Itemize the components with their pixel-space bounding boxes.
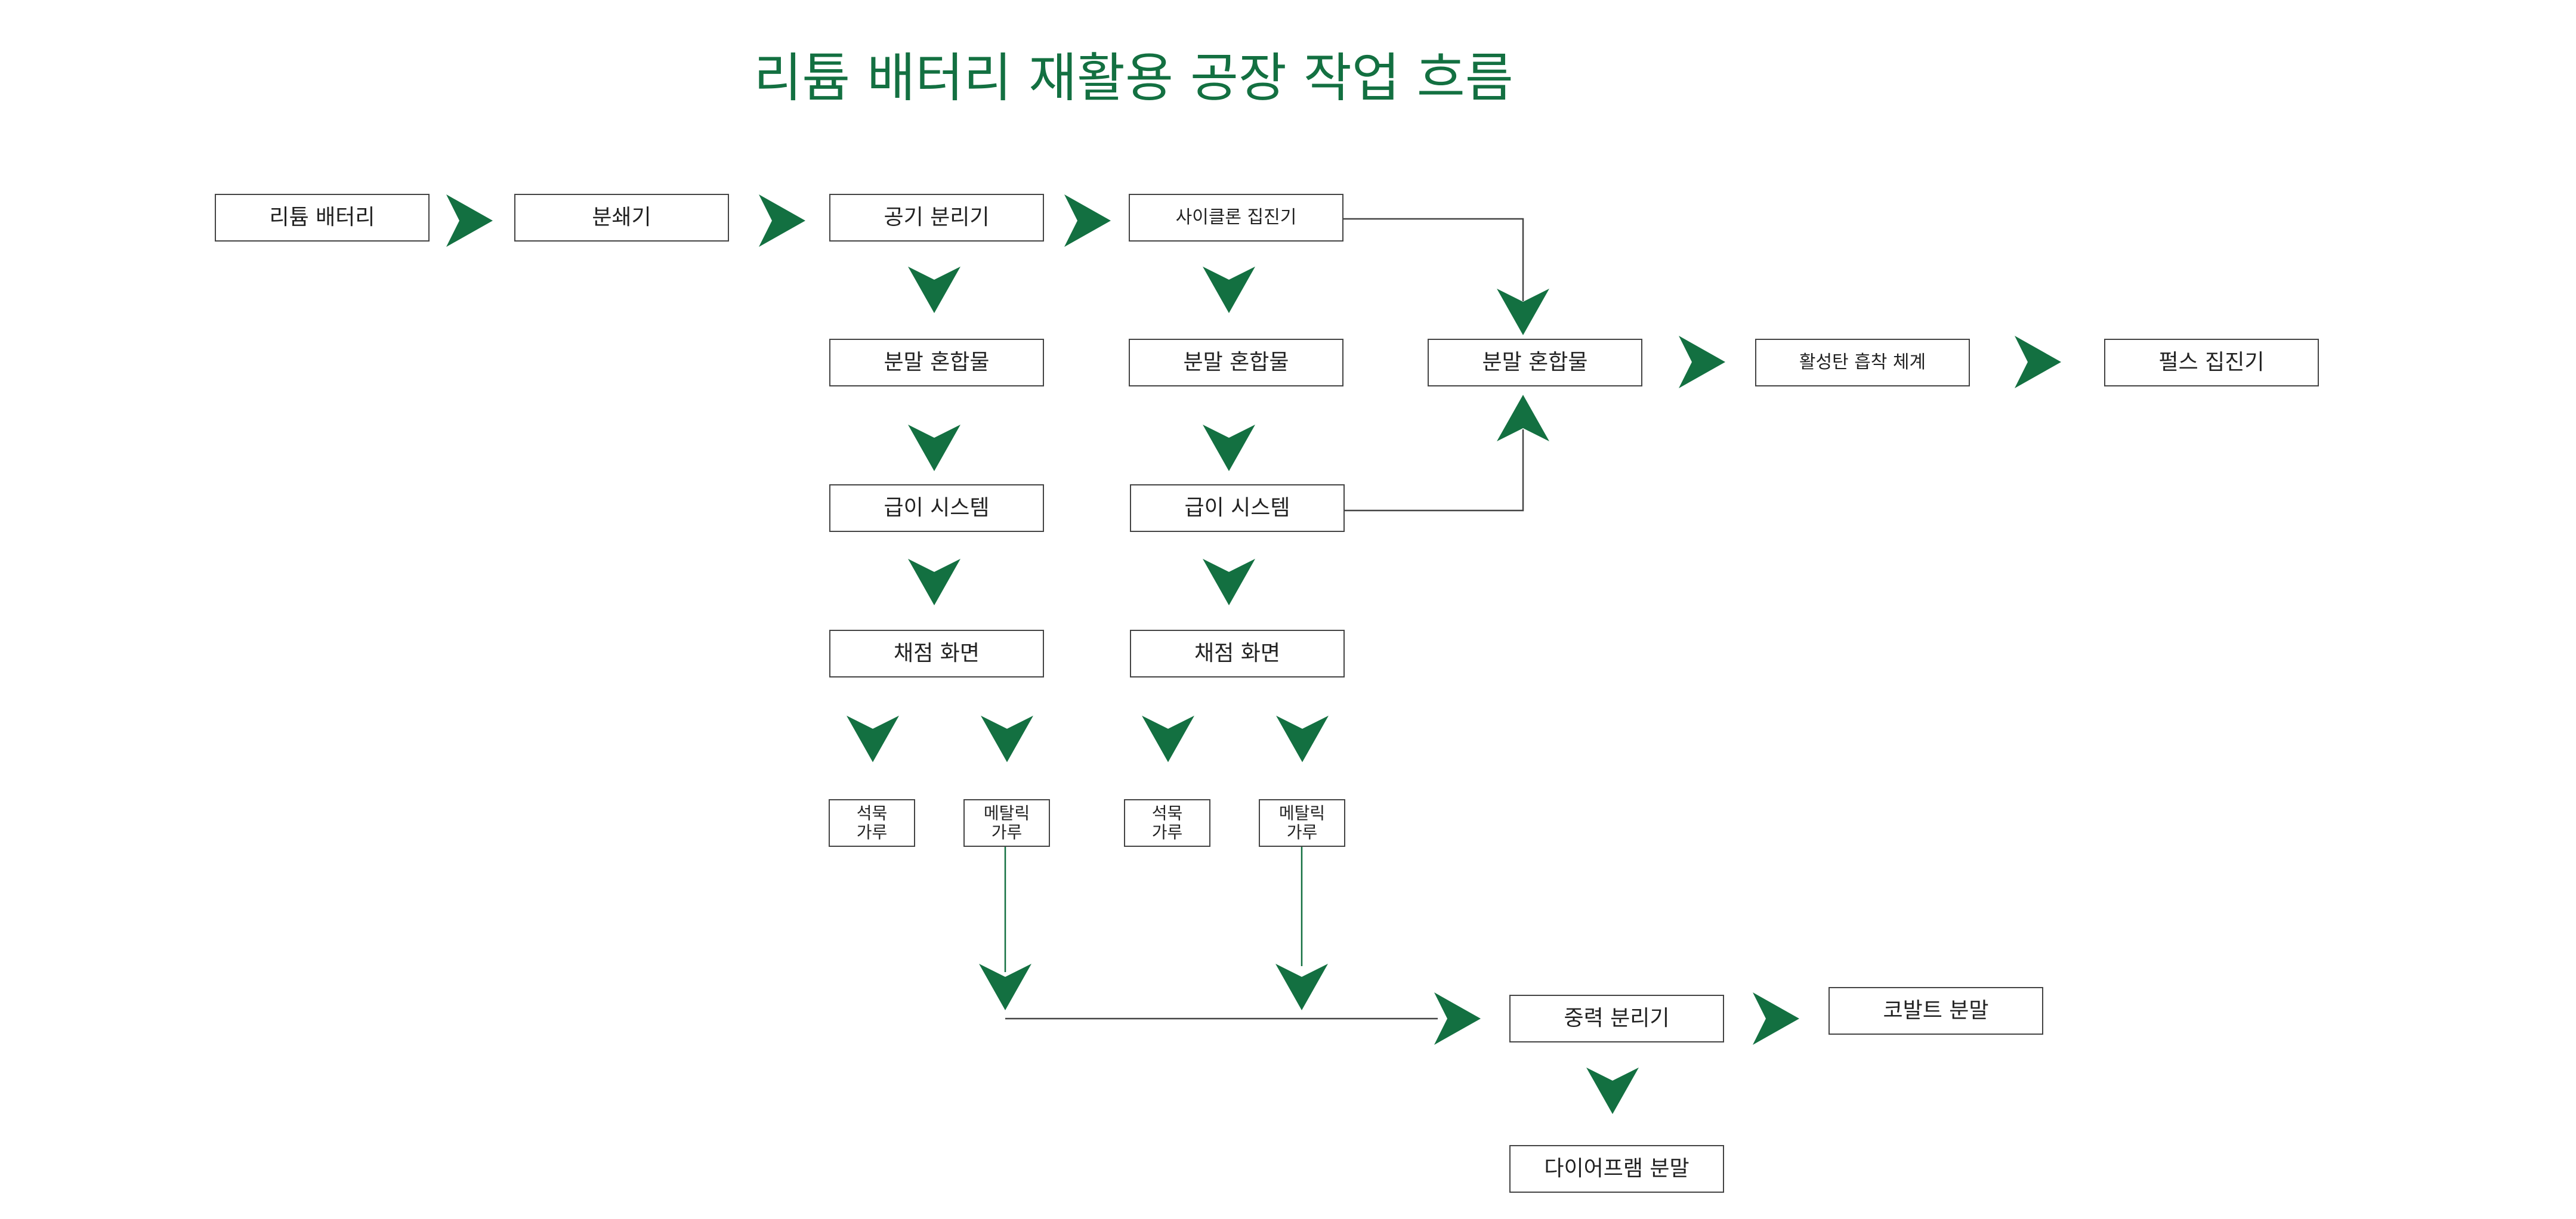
arrow-gravity-to-cobalt [1753, 992, 1799, 1045]
arrow-metal2-collect [1275, 964, 1328, 1010]
node-powder-mix-2: 분말 혼합물 [1129, 339, 1343, 386]
arrow-into-mix3-bottom [1497, 395, 1549, 441]
arrow-mix1-to-feed1 [908, 425, 960, 471]
arrow-activated-carbon-to-pulse [2015, 336, 2061, 388]
node-graphite-powder-2: 석묵 가루 [1124, 799, 1210, 847]
node-cyclone-collector: 사이클론 집진기 [1129, 194, 1343, 242]
arrow-screen2-to-metal2 [1276, 716, 1329, 762]
arrow-gravity-to-diaphragm [1586, 1068, 1639, 1114]
node-metallic-powder-2: 메탈릭 가루 [1259, 799, 1345, 847]
node-feed-system-1: 급이 시스템 [829, 484, 1044, 532]
node-cobalt-powder: 코발트 분말 [1828, 987, 2043, 1035]
arrow-screen1-to-metal1 [981, 716, 1033, 762]
arrow-feed1-to-screen1 [908, 559, 960, 605]
node-lithium-battery: 리튬 배터리 [215, 194, 430, 242]
node-screen-1: 채점 화면 [829, 630, 1044, 677]
arrow-into-mix3-top [1497, 289, 1549, 335]
arrow-to-gravity-separator [1434, 992, 1481, 1045]
arrow-cyclone-to-mix2 [1203, 267, 1255, 313]
arrow-mix2-to-feed2 [1203, 425, 1255, 471]
node-feed-system-2: 급이 시스템 [1130, 484, 1345, 532]
node-activated-carbon: 활성탄 흡착 체계 [1755, 339, 1970, 386]
node-gravity-separator: 중력 분리기 [1509, 995, 1724, 1042]
node-diaphragm-powder: 다이어프램 분말 [1509, 1145, 1724, 1193]
arrow-air-separator-to-cyclone [1064, 194, 1111, 247]
node-screen-2: 채점 화면 [1130, 630, 1345, 677]
arrow-screen2-to-graphite2 [1142, 716, 1194, 762]
arrow-screen1-to-graphite1 [847, 716, 899, 762]
arrow-crusher-to-air-separator [759, 194, 805, 247]
arrow-feed2-to-screen2 [1203, 559, 1255, 605]
node-crusher: 분쇄기 [514, 194, 729, 242]
node-air-separator: 공기 분리기 [829, 194, 1044, 242]
node-powder-mix-3: 분말 혼합물 [1428, 339, 1642, 386]
connector-cyclone-to-mix3 [1343, 218, 1524, 301]
arrow-metal1-collect [979, 964, 1031, 1010]
node-graphite-powder-1: 석묵 가루 [829, 799, 915, 847]
arrow-air-separator-to-mix1 [908, 267, 960, 313]
diagram-title: 리튬 배터리 재활용 공장 작업 흐름 [753, 47, 1514, 109]
node-metallic-powder-1: 메탈릭 가루 [963, 799, 1050, 847]
connector-feed2-to-mix3 [1345, 429, 1524, 512]
arrow-battery-to-crusher [446, 194, 493, 247]
node-powder-mix-1: 분말 혼합물 [829, 339, 1044, 386]
arrow-mix3-to-activated-carbon [1679, 336, 1725, 388]
node-pulse-collector: 펄스 집진기 [2104, 339, 2319, 386]
